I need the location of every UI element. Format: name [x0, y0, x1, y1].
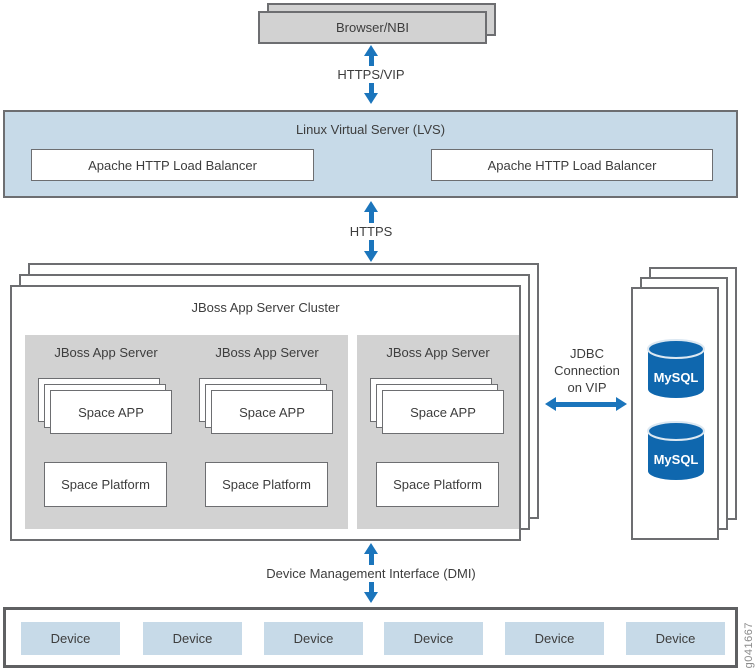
browser-nbi-box: Browser/NBI: [258, 11, 487, 44]
space-app-box-1: Space APP: [50, 390, 172, 434]
mysql-database-icon-1: MySQL: [647, 339, 705, 398]
space-platform-box-1: Space Platform: [44, 462, 167, 507]
apache-load-balancer-box-2: Apache HTTP Load Balancer: [431, 149, 713, 181]
jboss-server-label-3: JBoss App Server: [386, 345, 490, 360]
space-app-box-3: Space APP: [382, 390, 504, 434]
arrow-down-icon: [364, 93, 378, 104]
https-vip-arrow: HTTPS/VIP: [311, 45, 431, 104]
lvs-title: Linux Virtual Server (LVS): [295, 122, 446, 137]
arrow-up-icon: [364, 45, 378, 56]
jboss-server-box-2: JBoss App Server Space APP Space Platfor…: [186, 335, 348, 529]
arrow-up-icon: [364, 201, 378, 212]
device-box-2: Device: [143, 622, 242, 655]
space-platform-label-1: Space Platform: [61, 477, 150, 492]
jboss-server-box-1: JBoss App Server Space APP Space Platfor…: [25, 335, 187, 529]
space-app-box-2: Space APP: [211, 390, 333, 434]
jdbc-arrow: [545, 397, 627, 411]
mysql-label-1: MySQL: [654, 370, 699, 385]
arrow-right-icon: [616, 397, 627, 411]
space-platform-label-2: Space Platform: [222, 477, 311, 492]
lvs-box: Linux Virtual Server (LVS) Apache HTTP L…: [3, 110, 738, 198]
cluster-title: JBoss App Server Cluster: [191, 300, 340, 315]
arrow-left-icon: [545, 397, 556, 411]
https-vip-label: HTTPS/VIP: [337, 67, 405, 82]
mysql-database-icon-2: MySQL: [647, 421, 705, 480]
https-label: HTTPS: [349, 224, 393, 239]
apache-load-balancer-label-1: Apache HTTP Load Balancer: [88, 157, 257, 173]
arrow-up-icon: [364, 543, 378, 554]
space-app-label-3: Space APP: [410, 404, 476, 420]
space-platform-box-3: Space Platform: [376, 462, 499, 507]
apache-load-balancer-box-1: Apache HTTP Load Balancer: [31, 149, 314, 181]
jboss-server-label-2: JBoss App Server: [215, 345, 319, 360]
space-app-label-1: Space APP: [78, 404, 144, 420]
device-box-6: Device: [626, 622, 725, 655]
jboss-server-box-3: JBoss App Server Space APP Space Platfor…: [357, 335, 519, 529]
device-box-5: Device: [505, 622, 604, 655]
mysql-label-2: MySQL: [654, 452, 699, 467]
arrow-down-icon: [364, 592, 378, 603]
https-arrow: HTTPS: [311, 201, 431, 262]
device-box-4: Device: [384, 622, 483, 655]
device-box-3: Device: [264, 622, 363, 655]
arrow-down-icon: [364, 251, 378, 262]
devices-box: Device Device Device Device Device Devic…: [3, 607, 738, 668]
dmi-arrow: Device Management Interface (DMI): [256, 543, 486, 603]
dmi-label: Device Management Interface (DMI): [266, 565, 476, 581]
space-platform-box-2: Space Platform: [205, 462, 328, 507]
space-platform-label-3: Space Platform: [393, 477, 482, 492]
jboss-server-label-1: JBoss App Server: [54, 345, 158, 360]
space-app-label-2: Space APP: [239, 404, 305, 420]
jdbc-connection-label: JDBC Connection on VIP: [554, 346, 620, 395]
mysql-box: MySQL MySQL: [631, 287, 719, 540]
device-box-1: Device: [21, 622, 120, 655]
jboss-cluster-box: JBoss App Server Cluster JBoss App Serve…: [10, 285, 521, 541]
browser-nbi-label: Browser/NBI: [336, 20, 409, 35]
apache-load-balancer-label-2: Apache HTTP Load Balancer: [487, 157, 657, 173]
figure-id: g041667: [743, 621, 755, 668]
